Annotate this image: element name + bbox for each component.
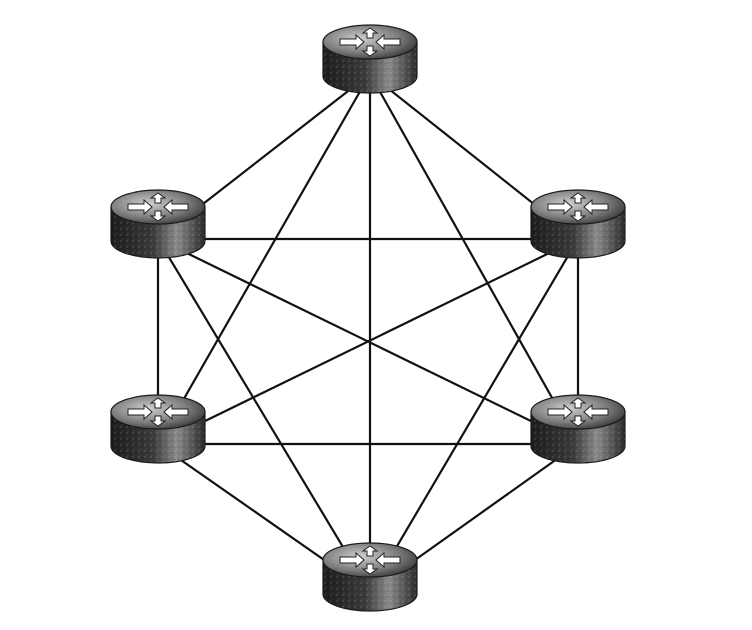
- router-arrows-icon: [127, 192, 189, 222]
- link-upper-left-to-bottom: [156, 237, 372, 594]
- router-bottom: [322, 542, 418, 612]
- router-upper-right: [530, 189, 626, 259]
- link-top-to-lower-right: [368, 72, 580, 446]
- router-arrows-icon: [127, 397, 189, 427]
- nodes-layer: [110, 24, 626, 612]
- link-upper-right-to-lower-left: [156, 237, 580, 446]
- router-lower-right: [530, 394, 626, 464]
- router-arrows-icon: [339, 545, 401, 575]
- router-arrows-icon: [547, 192, 609, 222]
- router-arrows-icon: [547, 397, 609, 427]
- link-top-to-lower-left: [156, 72, 372, 446]
- links-layer: [156, 72, 580, 594]
- link-upper-right-to-bottom: [368, 237, 580, 594]
- router-top: [322, 24, 418, 94]
- router-arrows-icon: [339, 27, 401, 57]
- router-lower-left: [110, 394, 206, 464]
- router-upper-left: [110, 189, 206, 259]
